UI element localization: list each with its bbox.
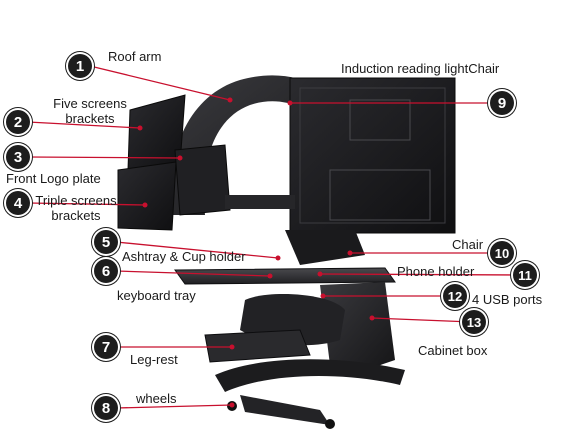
callout-4-badge: 4 — [6, 191, 30, 215]
triple-screen-arm-shape — [225, 195, 295, 209]
callout-8-badge: 8 — [94, 396, 118, 420]
callout-2-badge: 2 — [6, 110, 30, 134]
left-lower-monitor-shape — [117, 161, 177, 231]
right-monitor-shape — [289, 77, 456, 234]
callout-11-label: Phone holder — [397, 264, 475, 279]
callout-10-label: Chair — [452, 237, 484, 252]
callout-13-badge: 13 — [462, 310, 486, 334]
pointer-lines — [27, 65, 521, 409]
callout-9-badge: 9 — [490, 91, 514, 115]
callout-1-label: Roof arm — [108, 49, 162, 64]
cabinet-box-shape — [320, 282, 395, 372]
leg-rest-shape — [204, 329, 311, 363]
callout-7-badge: 7 — [94, 335, 118, 359]
callout-1-badge: 1 — [68, 54, 92, 78]
callout-9-label: Induction reading lightChair — [341, 61, 500, 76]
callout-5-label: Ashtray & Cup holder — [122, 249, 246, 264]
callout-2-label-line-2: brackets — [65, 111, 115, 126]
callout-2-label-line-1: Five screens — [53, 96, 127, 111]
callout-6-badge: 6 — [94, 259, 118, 283]
callout-2-label: Five screens brackets — [40, 96, 140, 126]
callout-11-badge: 11 — [513, 263, 537, 287]
callout-3-label: Front Logo plate — [6, 171, 101, 186]
callout-8-label: wheels — [136, 391, 177, 406]
callout-7-label: Leg-rest — [130, 352, 178, 367]
keyboard-tray-shape — [174, 267, 396, 285]
callout-3-badge: 3 — [6, 145, 30, 169]
front-logo-plate-shape — [174, 144, 231, 216]
callout-4-label: Triple screens brackets — [26, 193, 126, 223]
base-frame-shape — [215, 359, 405, 392]
callout-13-label: Cabinet box — [418, 343, 488, 358]
chair-back-shape — [285, 230, 365, 265]
callout-4-label-line-1: Triple screens — [35, 193, 117, 208]
callout-12-badge: 12 — [443, 284, 467, 308]
callout-5-badge: 5 — [94, 230, 118, 254]
callout-10-badge: 10 — [490, 241, 514, 265]
callout-12-label: 4 USB ports — [472, 292, 543, 307]
callout-6-label: keyboard tray — [117, 288, 196, 303]
callout-4-label-line-2: brackets — [51, 208, 101, 223]
